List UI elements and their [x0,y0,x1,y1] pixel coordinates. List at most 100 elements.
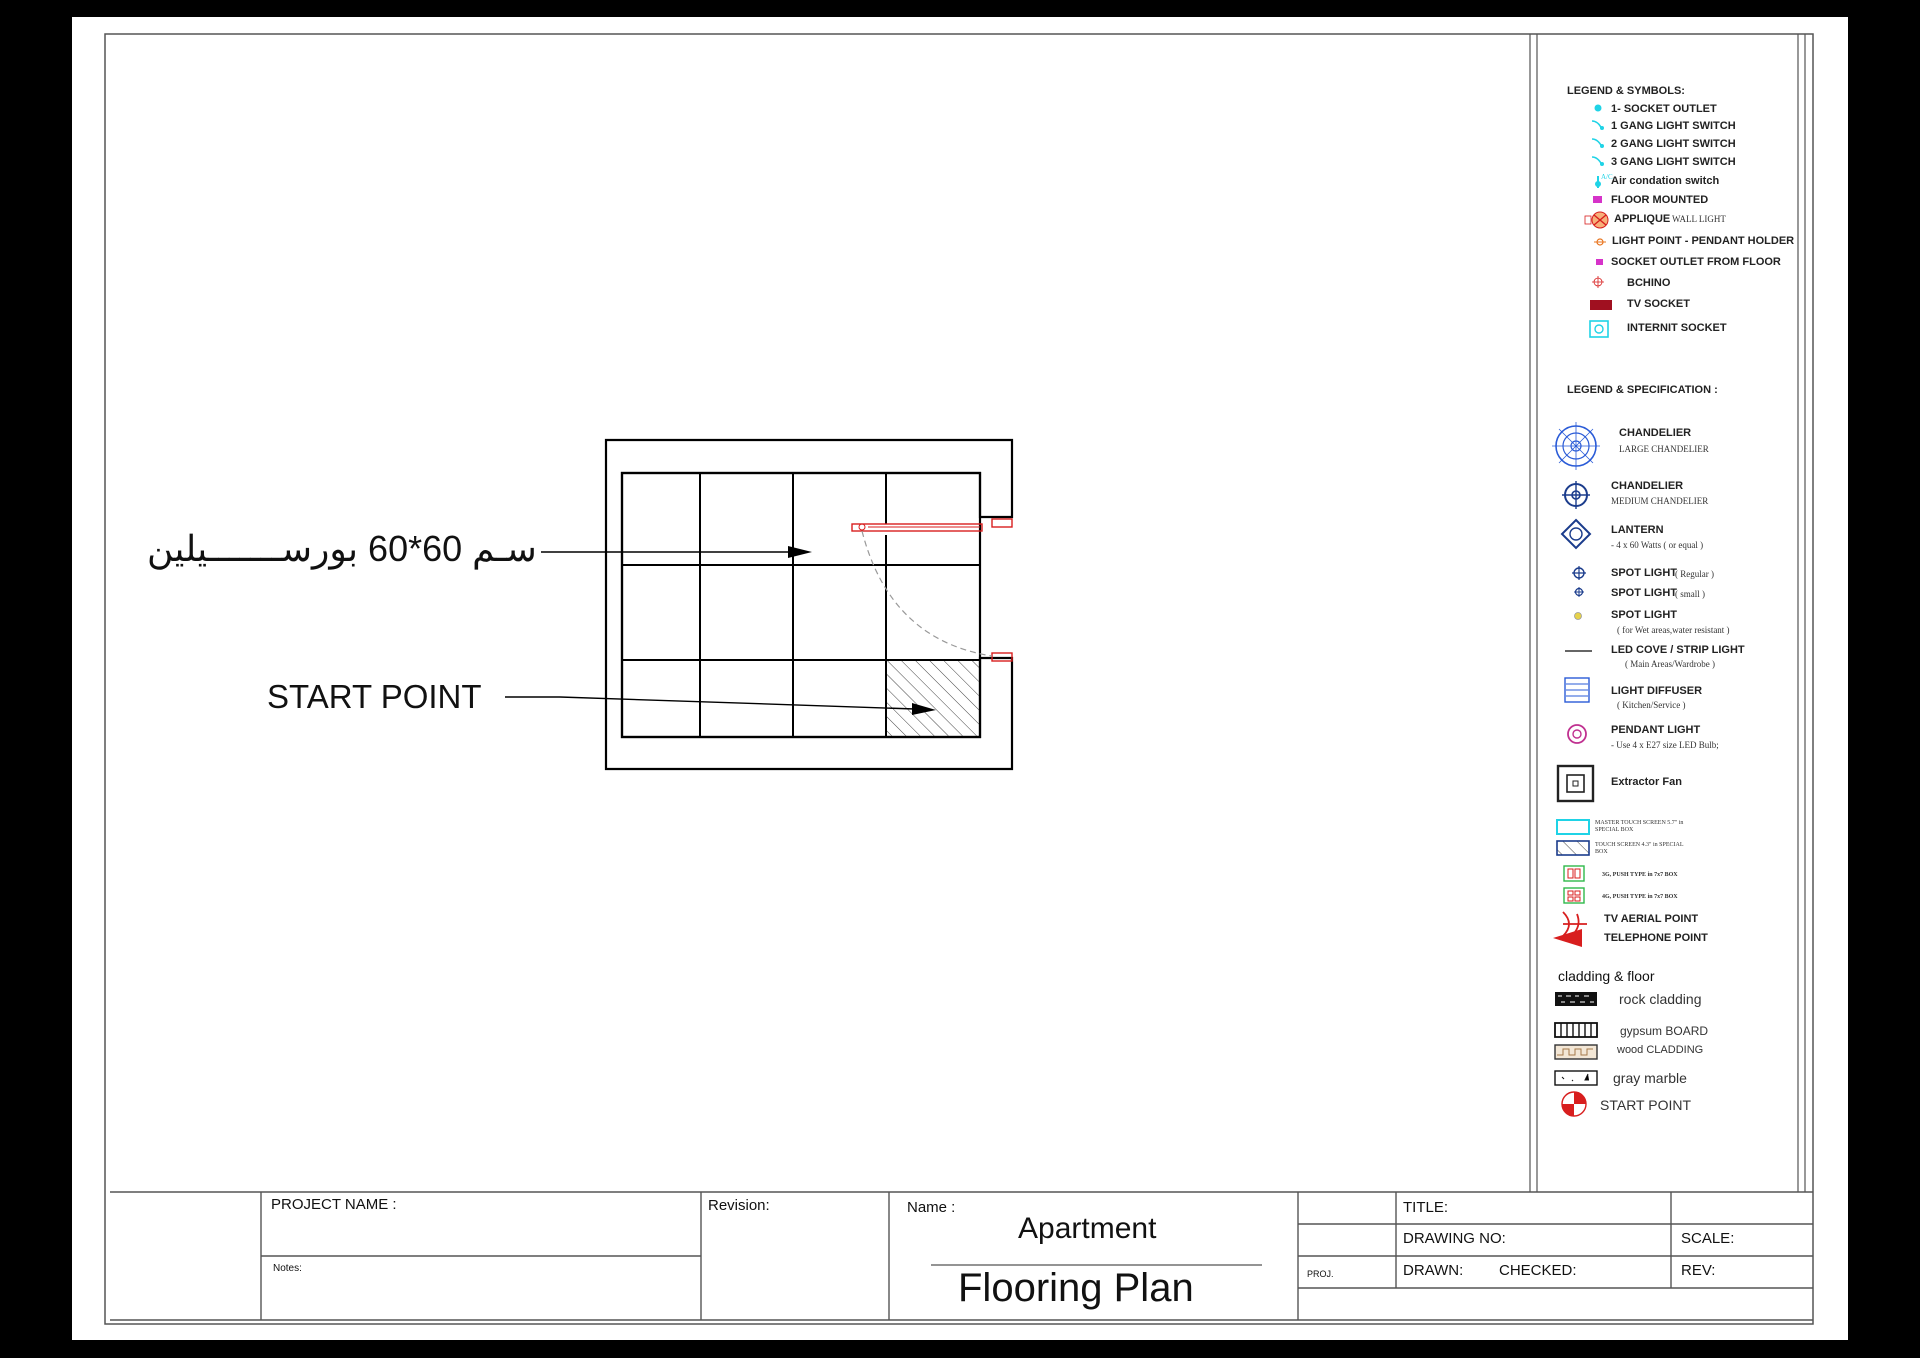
tb-project-name: PROJECT NAME : [271,1196,397,1213]
spec-lantern: LANTERN [1611,524,1664,536]
spec-telephone: TELEPHONE POINT [1604,932,1708,944]
push-4g-btn [1574,890,1581,896]
outer-black-frame-top [0,0,1920,17]
telephone-point-icon [1553,929,1582,947]
spec-chandelier-medium: CHANDELIER [1611,480,1684,492]
door-jamb-top [991,518,1013,528]
tb-rev: REV: [1681,1262,1716,1279]
wood-cladding-swatch [1554,1044,1598,1060]
bchino-cross [1592,276,1604,288]
start-point-symbol-q3 [1562,1104,1574,1116]
legend-item-pendant-holder: LIGHT POINT - PENDANT HOLDER [1612,235,1795,247]
legend-item-internet-socket: INTERNIT SOCKET [1627,322,1727,334]
cladding-marble: gray marble [1613,1070,1687,1086]
legend-symbol-icons [1584,104,1612,338]
spec-push-3g: 3G, PUSH TYPE in 7x7 BOX [1602,872,1678,878]
start-point-leader [559,696,916,710]
chandelier-medium-spokes [1562,481,1590,509]
tb-proj: PROJ. [1307,1269,1334,1279]
spec-tv-aerial: TV AERIAL POINT [1604,913,1699,925]
legend-item-floor-mounted: FLOOR MOUNTED [1611,194,1709,206]
ac-switch-dot [1595,181,1601,187]
push-4g-icon [1563,887,1585,904]
spot-regular-cross [1572,566,1586,580]
tb-revision: Revision: [708,1197,770,1214]
lantern-icon [1560,518,1592,550]
outer-black-frame-right [1848,0,1920,1358]
outer-black-frame-left [0,0,72,1358]
spec-extractor-fan: Extractor Fan [1611,776,1682,788]
cladding-start-point: START POINT [1600,1097,1692,1113]
rock-cladding-texture [1558,995,1594,1003]
legend-applique-sub: WALL LIGHT [1672,214,1726,224]
tb-drawn: DRAWN: [1403,1262,1464,1279]
spec-pendant-light-sub: - Use 4 x E27 size LED Bulb; [1611,740,1719,750]
door-jamb-bottom [991,652,1013,662]
legend-item-2-gang: 2 GANG LIGHT SWITCH [1611,138,1736,150]
switch-3g-dot [1600,162,1604,166]
tb-scale: SCALE: [1681,1230,1735,1247]
chandelier-large-spokes [1552,422,1600,470]
start-point-arrowhead [912,703,936,715]
outer-black-frame-bottom [0,1340,1920,1358]
start-point-symbol-q1 [1574,1092,1586,1104]
tb-name: Name : [907,1199,956,1216]
legend-ac-mark: A/C [1601,173,1613,181]
tb-title: TITLE: [1403,1199,1449,1216]
applique-box [1584,215,1592,225]
start-tile-hatch [885,659,981,738]
switch-2g-dot [1600,144,1604,148]
tb-apartment: Apartment [1018,1212,1157,1245]
legend-item-ac-switch: Air condation switch [1611,175,1720,187]
master-touch-screen-icon [1556,819,1590,835]
legend-item-applique: APPLIQUE [1614,213,1671,225]
gray-marble-marks [1561,1073,1589,1082]
door-leaf [851,523,983,532]
spec-touch-1: TOUCH SCREEN 4.3" in SPECIAL [1595,842,1684,848]
cladding-heading: cladding & floor [1558,968,1655,984]
floor-socket-icon [1596,259,1603,265]
porcelain-tile-label: سـم 60*60 بورســـــــيلين [147,528,537,569]
extractor-fan-core [1572,780,1579,787]
gypsum-board-lines [1560,1023,1592,1037]
push-4g-btn [1567,890,1574,896]
pendant-light-icon [1567,724,1587,744]
push-3g-icon [1563,865,1585,882]
applique-mark [1593,214,1607,226]
cladding-wood: wood CLADDING [1617,1044,1704,1056]
tb-flooring-plan: Flooring Plan [958,1266,1194,1310]
gray-marble-swatch [1554,1070,1598,1086]
spec-spot-regular-sub: ( Regular ) [1675,569,1714,579]
title-block [110,1191,1813,1321]
legend-item-1-gang: 1 GANG LIGHT SWITCH [1611,120,1736,132]
pendant-light-core [1572,729,1582,739]
legend-item-3-gang: 3 GANG LIGHT SWITCH [1611,156,1736,168]
spec-spot-small: SPOT LIGHT [1611,587,1677,599]
internet-socket-dot [1594,324,1604,334]
door-hinge [858,523,866,531]
gypsum-board-swatch [1554,1022,1598,1038]
internet-socket-icon [1589,320,1609,338]
spec-master-touch-1: MASTER TOUCH SCREEN 5.7" in [1595,820,1684,826]
wood-cladding-pattern [1557,1048,1593,1056]
spec-icons [1552,422,1600,1117]
spec-spot-wet: SPOT LIGHT [1611,609,1677,621]
floor-mounted-icon [1593,196,1602,203]
spec-touch-2: BOX [1595,849,1608,855]
porcelain-arrowhead [788,546,812,558]
spec-pendant-light: PENDANT LIGHT [1611,724,1701,736]
extractor-fan-icon [1556,764,1595,803]
spec-chandelier-medium-sub: MEDIUM CHANDELIER [1611,496,1709,506]
inner-border [104,33,1814,1325]
switch-1g-dot [1600,126,1604,130]
spec-led-cove: LED COVE / STRIP LIGHT [1611,644,1745,656]
tb-notes: Notes: [273,1263,302,1274]
spec-lantern-sub: - 4 x 60 Watts ( or equal ) [1611,540,1704,550]
legend-item-floor-socket: SOCKET OUTLET FROM FLOOR [1611,256,1781,268]
light-diffuser-lines [1566,683,1588,697]
cladding-gypsum: gypsum BOARD [1620,1024,1709,1038]
spot-small-cross [1574,587,1584,597]
legend-spec-heading: LEGEND & SPECIFICATION : [1567,384,1718,396]
tile-grid-outline [620,471,982,739]
